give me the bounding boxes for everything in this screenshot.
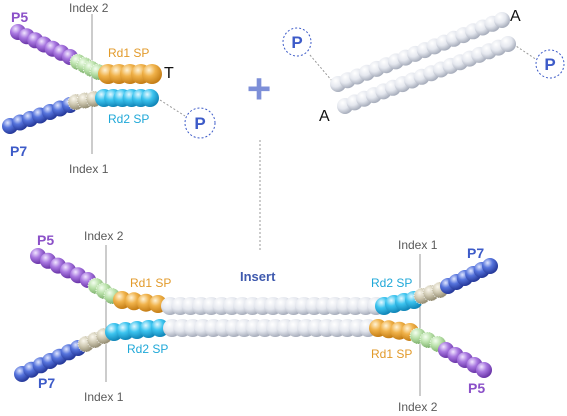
rd2-sp-right-label: Rd2 SP [371, 276, 412, 290]
b-p5-right-strand [438, 342, 492, 378]
b-p7-left-strand [14, 340, 86, 382]
tr-insert-bottom-strand [337, 36, 516, 114]
tl-p5-strand [10, 24, 78, 65]
index1-right-label: Index 1 [398, 238, 438, 252]
b-insert-top-strand [161, 297, 385, 315]
plus-sign: + [247, 65, 272, 112]
rd2-sp-left-label: Rd2 SP [127, 342, 168, 356]
p7-left-label: P7 [38, 375, 55, 391]
tl-rd2-strand [95, 89, 159, 107]
b-p7-right-strand [440, 258, 498, 294]
b-p5-left-strand [30, 248, 96, 288]
tl-rd1-strand-bead [142, 64, 162, 84]
index-guide-lines [91, 14, 421, 396]
tr-insert-bottom-strand-bead [500, 36, 516, 52]
index1-label: Index 1 [69, 162, 109, 176]
b-p5-right-strand-bead [476, 362, 492, 378]
b-rd1-left-strand [113, 291, 167, 313]
dna-strands [2, 12, 516, 382]
p5-label: P5 [11, 9, 28, 25]
tr-insert-top-strand-bead [494, 12, 510, 28]
insert-label: Insert [240, 269, 276, 284]
rd1-sp-label: Rd1 SP [108, 46, 149, 60]
tl-rd1-strand [98, 64, 162, 84]
index2-left-label: Index 2 [84, 229, 124, 243]
index1-left-label: Index 1 [84, 390, 124, 404]
index2-right-label: Index 2 [398, 400, 438, 414]
a-overhang-bottom-label: A [319, 108, 330, 125]
t-overhang-label: T [164, 65, 174, 82]
p5-right-label: P5 [468, 380, 485, 396]
b-index1-right-strand [413, 281, 449, 305]
phosphate-left-label: P [291, 33, 302, 52]
tl-rd2-strand-bead [141, 89, 159, 107]
b-index2-left-strand [87, 277, 121, 305]
phosphate-right-label: P [544, 55, 555, 74]
b-p7-right-strand-bead [482, 258, 498, 274]
p5-left-label: P5 [37, 232, 54, 248]
p7-label: P7 [10, 143, 27, 159]
b-insert-bottom-strand [163, 319, 377, 337]
rd2-sp-label: Rd2 SP [108, 112, 149, 126]
phosphate-label: P [194, 114, 205, 133]
tl-p7-strand [2, 97, 78, 134]
phosphate-circles [184, 27, 565, 139]
b-rd2-left-strand [105, 319, 169, 341]
index2-label: Index 2 [69, 1, 109, 15]
p7-right-label: P7 [467, 245, 484, 261]
rd1-sp-left-label: Rd1 SP [130, 276, 171, 290]
a-overhang-top-label: A [510, 8, 521, 25]
tr-insert-top-strand [330, 12, 510, 92]
rd1-sp-right-label: Rd1 SP [371, 347, 412, 361]
